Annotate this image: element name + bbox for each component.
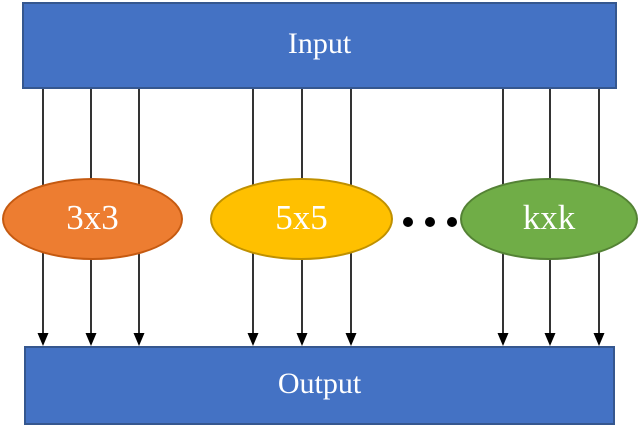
arrow-head <box>544 333 556 346</box>
ellipsis-dot <box>425 217 435 227</box>
kernel-label: 3x3 <box>66 197 119 237</box>
arrow-head <box>296 333 308 346</box>
arrow-head <box>345 333 357 346</box>
arrow-head <box>85 333 97 346</box>
ellipsis-dot <box>447 217 457 227</box>
kernel-ellipse-5x5: 5x5 <box>210 178 393 260</box>
output-label: Output <box>277 366 362 400</box>
input-label: Input <box>287 26 352 60</box>
arrow-head <box>133 333 145 346</box>
arrow-head <box>37 333 49 346</box>
output-node: Output <box>24 346 615 425</box>
arrow-head <box>593 333 605 346</box>
kernel-label: 5x5 <box>275 197 328 237</box>
ellipsis-dot <box>403 217 413 227</box>
arrow-head <box>497 333 509 346</box>
input-node: Input <box>22 2 617 89</box>
kernel-label: kxk <box>522 197 576 237</box>
arrow-head <box>247 333 259 346</box>
kernel-ellipse-kxk: kxk <box>460 178 638 260</box>
kernel-ellipse-3x3: 3x3 <box>2 178 183 260</box>
ellipsis-dots <box>403 216 457 228</box>
